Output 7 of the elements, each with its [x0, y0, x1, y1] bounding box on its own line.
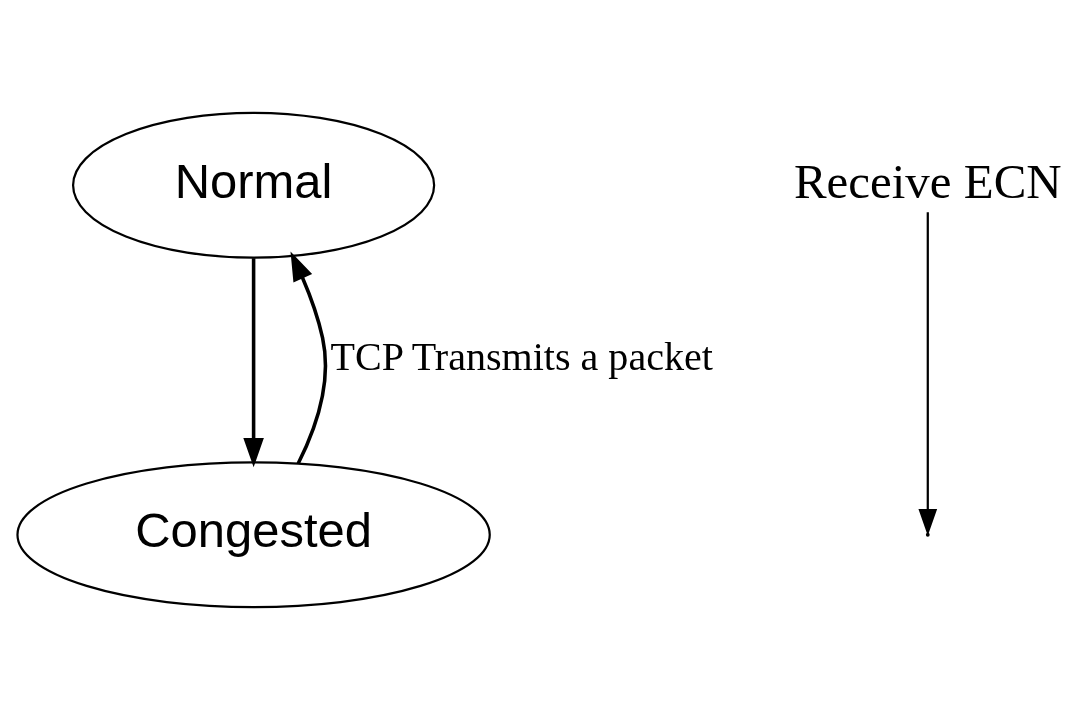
node-ellipse: Congested: [16, 460, 491, 608]
arrow: [290, 251, 328, 464]
arrow: [243, 257, 264, 467]
node-ellipse: Normal: [71, 111, 436, 259]
edge-label: TCP Transmits a packet: [330, 333, 713, 379]
node-text: Receive ECN: [793, 153, 1062, 209]
arrow: [918, 211, 938, 536]
